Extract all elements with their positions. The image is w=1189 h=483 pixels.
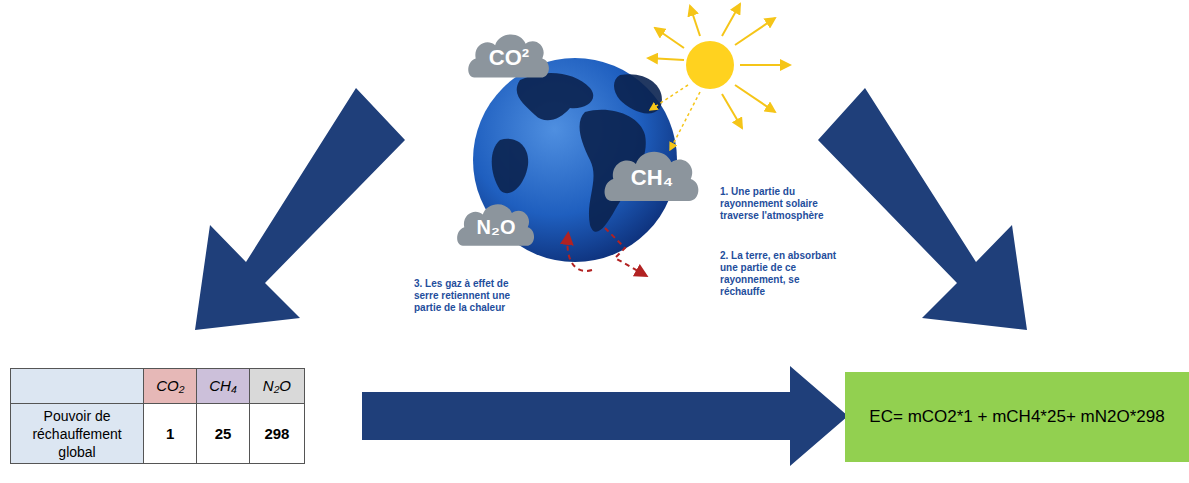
sun <box>648 4 790 150</box>
formula-text: EC= mCO2*1 + mCH4*25+ mN2O*298 <box>869 407 1164 427</box>
table-cell: N₂O <box>249 369 304 404</box>
table-header: CO₂ <box>156 377 184 394</box>
table-value: Pouvoir de réchauffement global <box>32 408 121 460</box>
gas-cloud: CH₄ <box>602 142 702 206</box>
table-cell: 25 <box>197 404 249 464</box>
big-arrow <box>195 88 405 330</box>
explanation-note: 2. La terre, en absorbant une partie de … <box>720 250 840 298</box>
gas-formula: N₂O <box>477 216 516 239</box>
gas-cloud: CO² <box>466 26 552 82</box>
table-value: 298 <box>264 425 289 442</box>
big-arrow <box>818 88 1027 330</box>
table-cell: CH₄ <box>197 369 249 404</box>
table-cell: 298 <box>249 404 304 464</box>
explanation-note: 3. Les gaz à effet de serre retiennent u… <box>414 278 530 314</box>
formula-box: EC= mCO2*1 + mCH4*25+ mN2O*298 <box>845 372 1189 462</box>
table-value: 25 <box>215 425 232 442</box>
table-header: N₂O <box>263 377 291 394</box>
table-header: CH₄ <box>209 377 237 394</box>
table-value: 1 <box>166 425 174 442</box>
table-cell: 1 <box>144 404 197 464</box>
heat-arrow <box>567 228 645 275</box>
continents <box>492 73 662 232</box>
gwp-table: CO₂ CH₄ N₂O Pouvoir de réchauffement global… <box>10 368 305 464</box>
table-cell: CO₂ <box>144 369 197 404</box>
big-arrow <box>362 366 848 466</box>
table-cell <box>11 369 144 404</box>
table-cell: Pouvoir de réchauffement global <box>11 404 144 464</box>
gas-cloud: N₂O <box>455 196 537 250</box>
explanation-note: 1. Une partie du rayonnement solaire tra… <box>720 186 840 222</box>
gas-formula: CO² <box>489 45 529 71</box>
gas-formula: CH₄ <box>631 165 673 191</box>
